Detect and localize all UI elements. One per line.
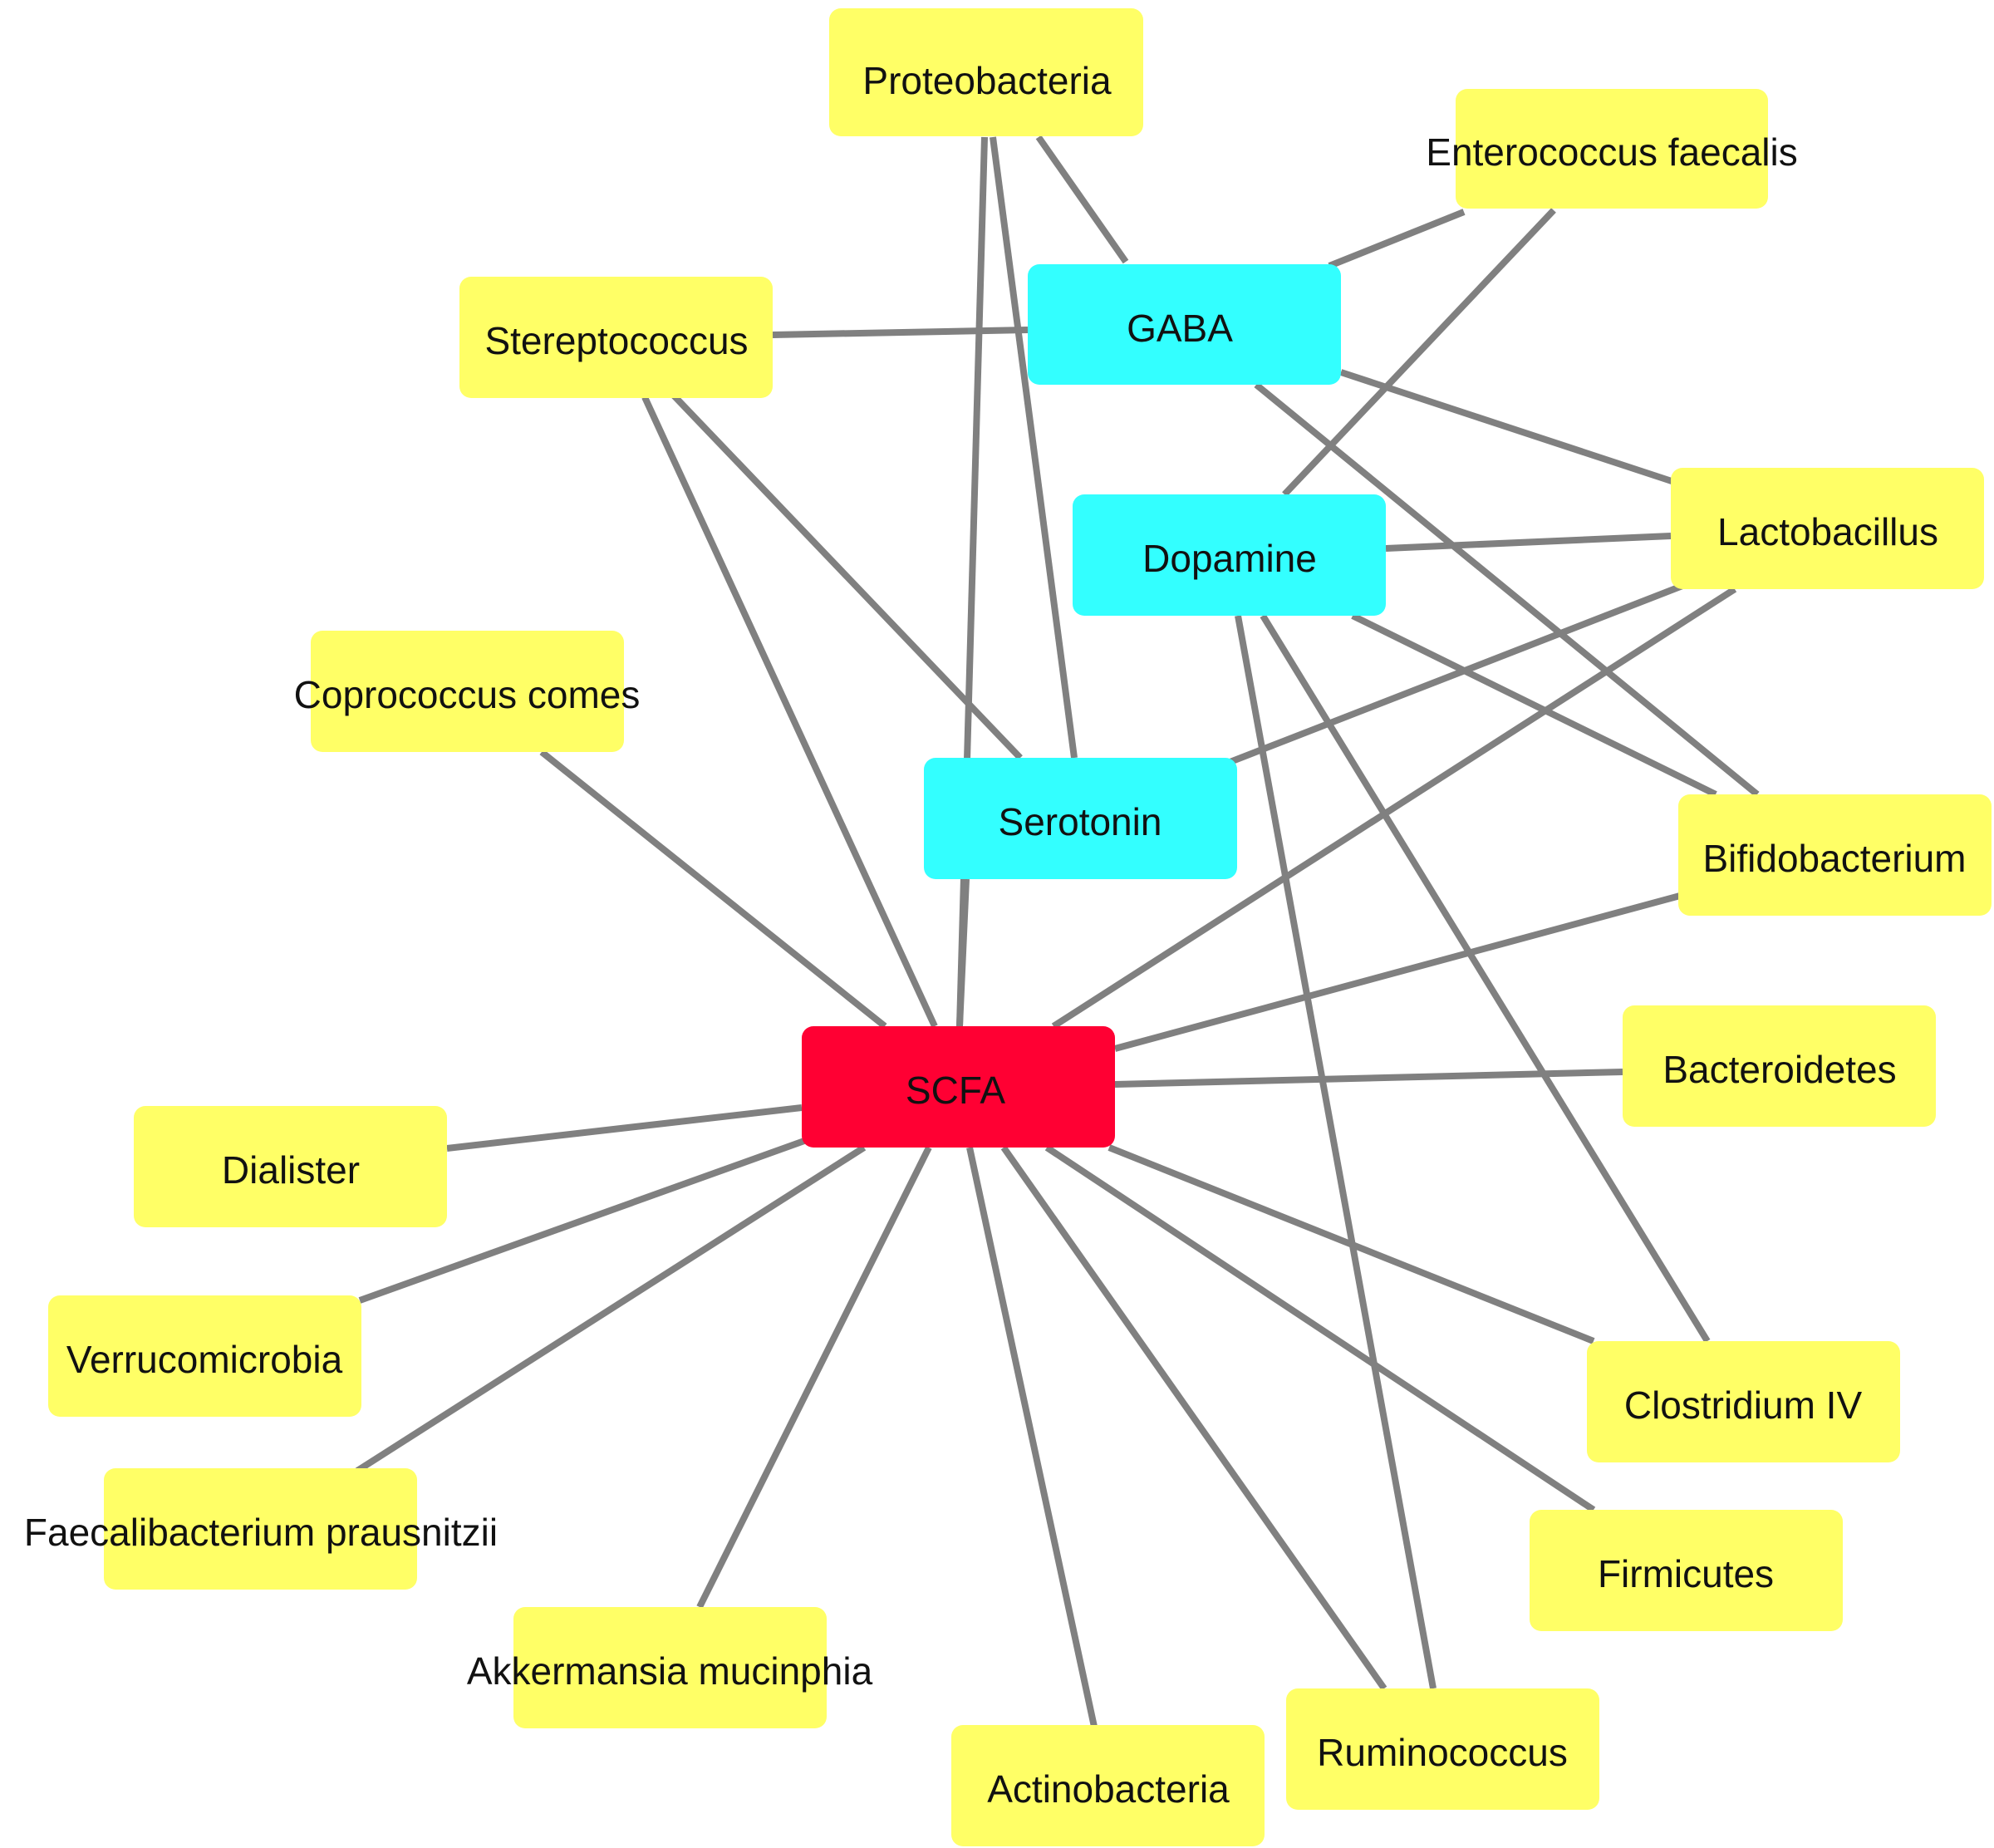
node-gaba: GABA [1028, 264, 1341, 385]
node-box-dialister [134, 1106, 447, 1227]
node-coprococcus: Coprococcus comes [294, 631, 641, 752]
edge-layer [355, 135, 1760, 1728]
node-clostridium: Clostridium IV [1587, 1341, 1900, 1462]
node-faecalibacterium: Faecalibacterium prausnitzii [24, 1468, 498, 1590]
node-box-firmicutes [1530, 1510, 1843, 1631]
node-box-enterococcus [1456, 89, 1768, 209]
edge-coprococcus-scfa [539, 749, 887, 1030]
node-dialister: Dialister [134, 1106, 447, 1227]
edge-bacteroidetes-scfa [1114, 1069, 1623, 1088]
node-box-proteobacteria [829, 8, 1143, 136]
edge-scfa-firmicutes [1044, 1144, 1596, 1513]
node-label-ruminococcus: Ruminococcus [1317, 1731, 1568, 1774]
node-enterococcus: Enterococcus faecalis [1426, 89, 1798, 209]
node-box-verrucomicrobia [48, 1295, 361, 1417]
node-label-lactobacillus: Lactobacillus [1717, 510, 1938, 553]
node-box-bifidobacterium [1678, 794, 1992, 916]
node-box-streptococcus [459, 277, 773, 398]
node-label-firmicutes: Firmicutes [1598, 1552, 1774, 1595]
edge-dopamine-bifidobacterium [1351, 612, 1717, 798]
node-label-clostridium: Clostridium IV [1624, 1384, 1863, 1427]
node-label-akkermansia: Akkermansia mucinphia [467, 1649, 873, 1693]
edge-scfa-verrucomicrobia [358, 1138, 806, 1304]
node-box-clostridium [1587, 1341, 1900, 1462]
edge-bifidobacterium-scfa [1113, 892, 1682, 1052]
node-label-gaba: GABA [1127, 307, 1233, 350]
edge-enterococcus-gaba [1328, 209, 1466, 269]
node-bacteroidetes: Bacteroidetes [1623, 1005, 1936, 1127]
node-box-akkermansia [513, 1607, 827, 1728]
node-label-coprococcus: Coprococcus comes [294, 673, 641, 716]
edge-scfa-faecalibacterium [355, 1144, 867, 1474]
node-label-actinobacteria: Actinobacteria [987, 1767, 1230, 1811]
edge-gaba-bifidobacterium [1254, 381, 1760, 798]
edge-lactobacillus-serotonin [1226, 582, 1684, 766]
node-box-faecalibacterium [104, 1468, 417, 1590]
node-box-serotonin [924, 758, 1237, 879]
edge-gaba-lactobacillus [1339, 369, 1676, 485]
edge-serotonin-scfa [956, 878, 970, 1027]
node-label-serotonin: Serotonin [999, 800, 1162, 843]
node-ruminococcus: Ruminococcus [1286, 1688, 1599, 1810]
node-label-scfa: SCFA [906, 1069, 1005, 1112]
node-serotonin: Serotonin [924, 758, 1237, 879]
edge-scfa-dialister [446, 1104, 803, 1152]
node-label-faecalibacterium: Faecalibacterium prausnitzii [24, 1511, 498, 1554]
node-label-streptococcus: Stereptococcus [484, 319, 748, 362]
node-bifidobacterium: Bifidobacterium [1678, 794, 1992, 916]
edge-lactobacillus-scfa [1051, 586, 1737, 1030]
edge-scfa-ruminococcus [1000, 1145, 1387, 1691]
edge-streptococcus-serotonin [670, 392, 1023, 760]
node-box-coprococcus [311, 631, 624, 752]
node-label-verrucomicrobia: Verrucomicrobia [66, 1338, 343, 1381]
edge-proteobacteria-gaba [1035, 135, 1129, 264]
node-label-bifidobacterium: Bifidobacterium [1702, 837, 1966, 880]
node-box-gaba [1028, 264, 1341, 385]
node-label-proteobacteria: Proteobacteria [862, 59, 1112, 102]
node-streptococcus: Stereptococcus [459, 277, 773, 398]
node-firmicutes: Firmicutes [1530, 1510, 1843, 1631]
node-actinobacteria: Actinobacteria [951, 1725, 1265, 1846]
edge-scfa-clostridium [1108, 1144, 1595, 1344]
node-label-dopamine: Dopamine [1142, 537, 1317, 580]
edge-proteobacteria-serotonin [990, 136, 1078, 759]
edge-dopamine-lactobacillus [1385, 533, 1672, 552]
node-lactobacillus: Lactobacillus [1671, 468, 1984, 589]
edge-scfa-actinobacteria [966, 1147, 1098, 1728]
node-box-scfa [802, 1026, 1115, 1148]
edge-dopamine-ruminococcus [1235, 615, 1437, 1689]
edge-streptococcus-scfa [641, 396, 938, 1028]
node-box-actinobacteria [951, 1725, 1265, 1846]
node-box-lactobacillus [1671, 468, 1984, 589]
node-label-dialister: Dialister [222, 1148, 360, 1192]
node-box-dopamine [1073, 494, 1386, 616]
node-label-bacteroidetes: Bacteroidetes [1662, 1048, 1896, 1091]
node-verrucomicrobia: Verrucomicrobia [48, 1295, 361, 1417]
node-box-bacteroidetes [1623, 1005, 1936, 1127]
node-dopamine: Dopamine [1073, 494, 1386, 616]
node-label-enterococcus: Enterococcus faecalis [1426, 130, 1797, 174]
node-scfa: SCFA [802, 1026, 1115, 1148]
edge-dopamine-clostridium [1260, 613, 1711, 1344]
node-akkermansia: Akkermansia mucinphia [467, 1607, 873, 1728]
edge-streptococcus-gaba [772, 327, 1029, 338]
edge-scfa-akkermansia [696, 1146, 932, 1609]
node-proteobacteria: Proteobacteria [829, 8, 1143, 136]
node-box-ruminococcus [1286, 1688, 1599, 1810]
